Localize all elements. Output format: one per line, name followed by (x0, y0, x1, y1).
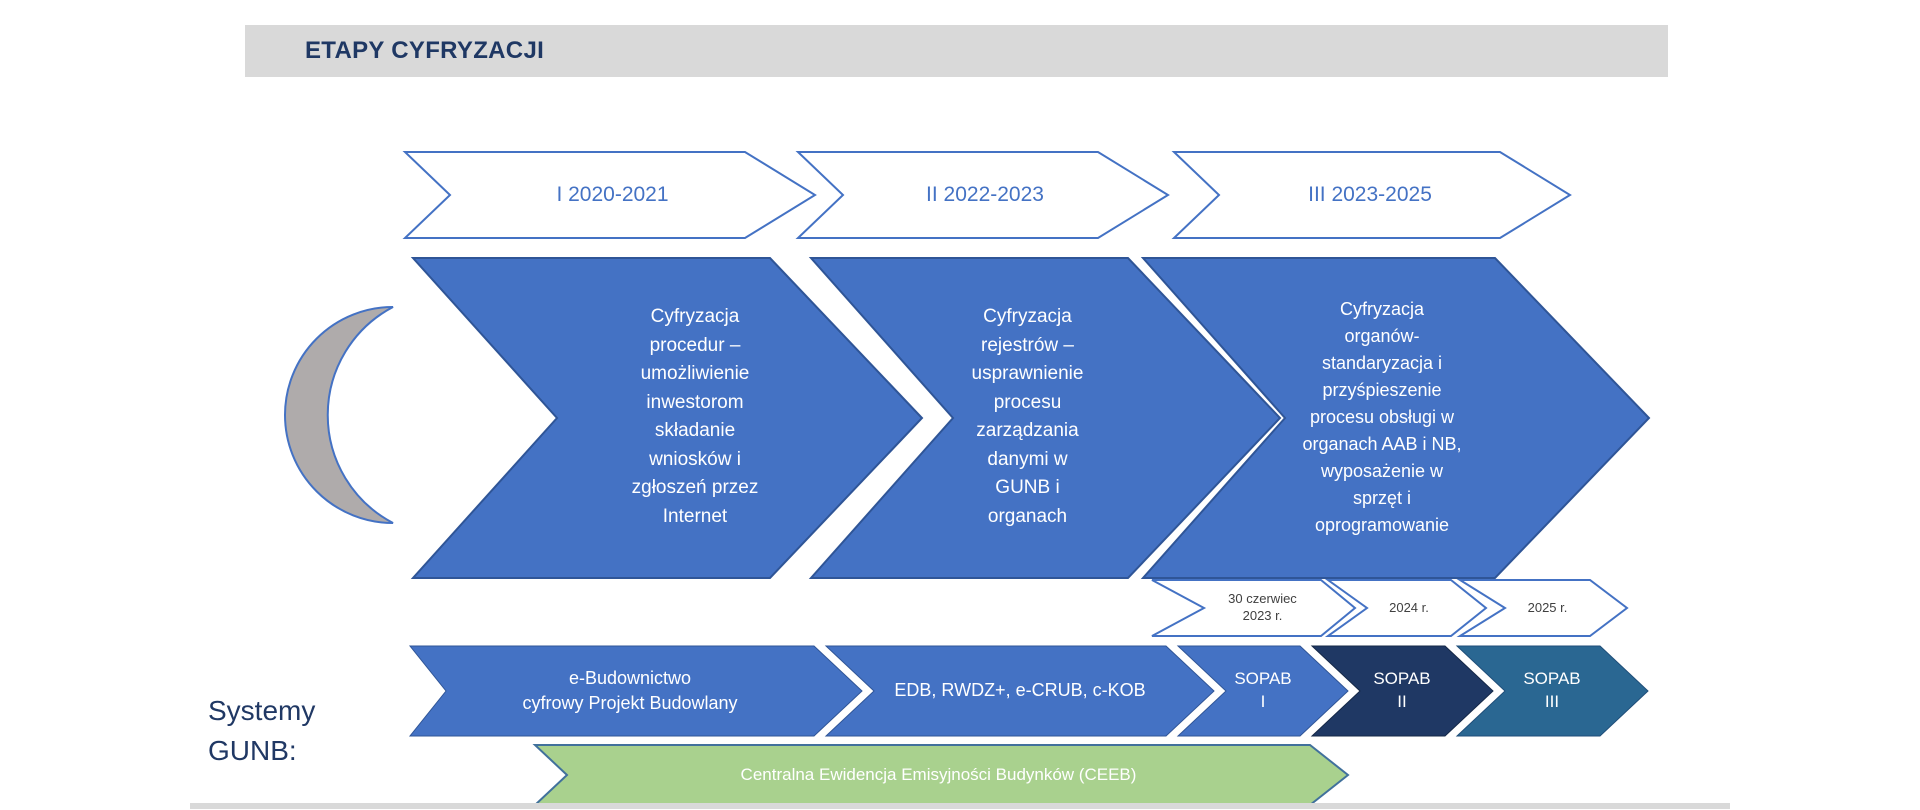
system1-label: e-Budownictwo cyfrowy Projekt Budowlany (446, 646, 814, 736)
stage2-arrow-text-content: Cyfryzacja rejestrów – usprawnienie proc… (971, 306, 1084, 527)
systems-gunb-label-text: Systemy GUNB: (208, 694, 316, 767)
bottom-divider (190, 803, 1730, 809)
ceeb-label-text: Centralna Ewidencja Emisyjności Budynków… (740, 765, 1137, 784)
milestone3-label-text: 2025 r. (1527, 599, 1568, 615)
system4-label-text: SOPAB II (1373, 669, 1431, 711)
milestone1-chevron (1151, 579, 1357, 637)
system-arrow-sopab1 (1176, 645, 1349, 737)
milestone1-label: 30 czerwiec 2023 r. (1204, 580, 1321, 636)
stage3-chevron (1171, 151, 1572, 239)
header-bar (245, 25, 1668, 77)
system-arrow-sopab2 (1310, 645, 1494, 737)
stage2-label-text: II 2022-2023 (926, 183, 1044, 206)
ceeb-label: Centralna Ewidencja Emisyjności Budynków… (567, 745, 1310, 805)
milestone3-chevron (1456, 579, 1629, 637)
system3-label: SOPAB I (1214, 646, 1312, 736)
stage2-arrow (808, 257, 1282, 579)
system4-label: SOPAB II (1348, 646, 1456, 736)
stage1-chevron (402, 151, 817, 239)
stage1-arrow-text-content: Cyfryzacja procedur – umożliwienie inwes… (631, 306, 759, 527)
system1-label-text: e-Budownictwo cyfrowy Projekt Budowlany (522, 667, 738, 713)
page-title: ETAPY CYFRYZACJI (305, 25, 544, 77)
stage2-chevron (795, 151, 1170, 239)
milestone3-label: 2025 r. (1505, 580, 1590, 636)
stage1-label: I 2020-2021 (450, 152, 775, 238)
stage3-label: III 2023-2025 (1230, 152, 1510, 238)
systems-gunb-label: Systemy GUNB: (208, 650, 388, 772)
system2-label: EDB, RWDZ+, e-CRUB, c-KOB (874, 646, 1166, 736)
stage1-arrow (410, 257, 924, 579)
milestone2-chevron (1324, 579, 1488, 637)
stage3-arrow-text-content: Cyfryzacja organów- standaryzacja i przy… (1302, 298, 1462, 535)
stage1-label-text: I 2020-2021 (556, 183, 669, 206)
system-arrow-sopab3 (1455, 645, 1649, 737)
stage2-arrow-text: Cyfryzacja rejestrów – usprawnienie proc… (925, 262, 1130, 572)
system-arrow-edb-rwdz (824, 645, 1215, 737)
system3-label-text: SOPAB I (1234, 669, 1292, 711)
system2-label-text: EDB, RWDZ+, e-CRUB, c-KOB (894, 680, 1146, 701)
stage2-label: II 2022-2023 (860, 152, 1110, 238)
stage3-arrow-text: Cyfryzacja organów- standaryzacja i przy… (1267, 262, 1497, 572)
system5-label: SOPAB III (1493, 646, 1611, 736)
page-title-text: ETAPY CYFRYZACJI (305, 37, 545, 64)
stage1-arrow-text: Cyfryzacja procedur – umożliwienie inwes… (580, 262, 810, 572)
milestone2-label-text: 2024 r. (1389, 599, 1429, 615)
system-arrow-ebudownictwo (408, 645, 863, 737)
stage3-arrow (1140, 257, 1651, 579)
system5-label-text: SOPAB III (1523, 669, 1581, 711)
milestone2-label: 2024 r. (1367, 580, 1451, 636)
stage3-label-text: III 2023-2025 (1308, 183, 1432, 206)
milestone1-label-text: 30 czerwiec 2023 r. (1228, 591, 1297, 623)
crescent-moon-shape (284, 306, 394, 524)
